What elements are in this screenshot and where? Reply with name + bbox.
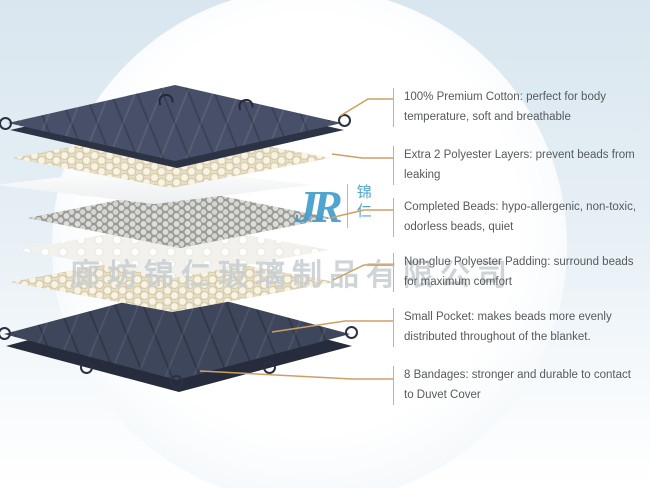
callout-text: 100% Premium Cotton: perfect for body te… [404,91,606,123]
bandage-loop-icon [170,375,183,388]
brand-logo-chinese: 锦仁 [346,184,374,228]
bandage-loop-icon [80,361,93,374]
callout-text: Extra 2 Polyester Layers: prevent beads … [404,149,635,181]
callout-small-pocket: Small Pocket: makes beads more evenly di… [393,308,641,348]
company-watermark: 廊坊锦仁玻璃制品有限公司 [70,259,514,292]
brand-logo: JR 锦仁 [295,184,374,230]
leader-line-polyester-layers [331,153,393,159]
leader-line-completed-beads [329,209,393,219]
leader-line-bandages [199,370,393,380]
bandage-loop-icon [263,361,276,374]
callout-completed-beads: Completed Beads: hypo-allergenic, non-to… [393,198,641,238]
callout-premium-cotton: 100% Premium Cotton: perfect for body te… [393,88,641,128]
bandage-loop-icon [338,114,351,127]
bandage-loop-icon [0,327,11,340]
bandage-loop-icon [0,117,12,130]
leader-line-polyester-padding [332,264,393,281]
leader-line-premium-cotton [339,98,393,117]
callout-text: Small Pocket: makes beads more evenly di… [404,311,612,343]
callout-polyester-layers: Extra 2 Polyester Layers: prevent beads … [393,146,641,186]
callout-bandages: 8 Bandages: stronger and durable to cont… [393,366,641,406]
callout-text: Completed Beads: hypo-allergenic, non-to… [404,201,637,233]
brand-logo-letters: JR [295,181,343,232]
callout-polyester-padding: Non-glue Polyester Padding: surround bea… [393,253,641,293]
bandage-loop-icon [345,326,358,339]
callout-text: 8 Bandages: stronger and durable to cont… [404,369,631,401]
leader-line-small-pocket [271,320,393,333]
callout-text: Non-glue Polyester Padding: surround bea… [404,256,634,288]
